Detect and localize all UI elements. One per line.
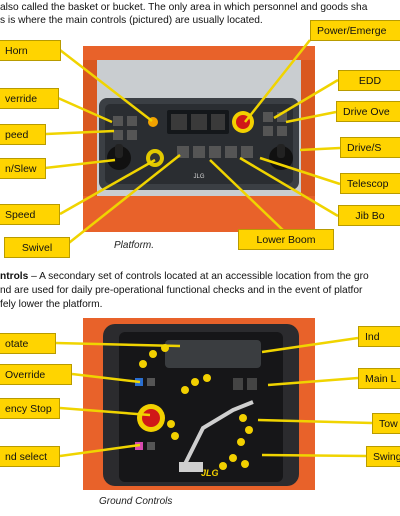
label-emergency-stop: ency Stop xyxy=(0,398,60,419)
ground-jlg-text: JLG xyxy=(201,468,219,478)
ground-line-1: ntrols – A secondary set of controls loc… xyxy=(0,271,369,283)
ground-line-1-text: – A secondary set of controls located at… xyxy=(28,271,369,282)
ground-photo: JLG xyxy=(83,318,315,490)
ground-caption: Ground Controls xyxy=(99,496,173,507)
label-tower: Tow xyxy=(372,413,400,434)
label-rotate: otate xyxy=(0,333,56,354)
intro-line-1: also called the basket or bucket. The on… xyxy=(0,2,368,13)
label-drive-override: Drive Ove xyxy=(336,101,400,122)
ground-line-2: nd are used for daily pre-operational fu… xyxy=(0,285,363,296)
label-drive-speed: Speed xyxy=(0,204,60,225)
label-lower-boom: Lower Boom xyxy=(238,229,334,250)
label-speed: peed xyxy=(0,124,46,145)
label-horn: Horn xyxy=(0,40,61,61)
label-jib-boom: Jib Bo xyxy=(338,205,400,226)
label-edd: EDD xyxy=(338,70,400,91)
label-ground-override: Override xyxy=(0,364,72,385)
label-main-lift: Main L xyxy=(358,368,400,389)
label-indicator: Ind xyxy=(358,326,400,347)
label-platform-override: verride xyxy=(0,88,59,109)
label-swing: Swing xyxy=(366,446,400,467)
label-swivel: Swivel xyxy=(4,237,70,258)
platform-caption: Platform. xyxy=(114,240,155,251)
intro-line-2: s is where the main controls (pictured) … xyxy=(0,15,263,26)
label-drive-steer: Drive/S xyxy=(340,137,400,158)
label-ground-select: nd select xyxy=(0,446,60,467)
label-swing-slew: n/Slew xyxy=(0,158,46,179)
label-telescope: Telescop xyxy=(340,173,400,194)
ground-heading: ntrols xyxy=(0,271,29,282)
ground-line-3: fely lower the platform. xyxy=(0,299,103,310)
label-power-emergency: Power/Emerge xyxy=(310,20,400,41)
platform-jlg-text: JLG xyxy=(193,174,204,180)
platform-photo: JLG xyxy=(83,46,315,232)
